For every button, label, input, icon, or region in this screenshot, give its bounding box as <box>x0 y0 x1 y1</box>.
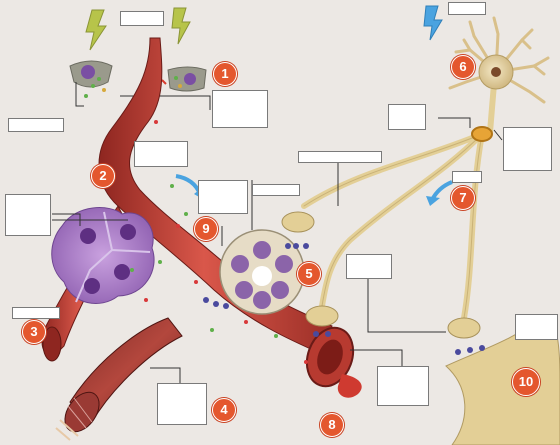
lightning-icon <box>171 7 191 45</box>
nerve-fibers <box>303 133 483 319</box>
marker-4: 4 <box>212 398 236 422</box>
label-blank-4[interactable] <box>157 383 207 425</box>
label-blank-8[interactable] <box>377 366 429 406</box>
lightning-icon <box>423 5 443 41</box>
label-blank-7[interactable] <box>452 171 482 183</box>
neuron-soma <box>448 16 550 104</box>
marker-5: 5 <box>297 262 321 286</box>
label-blank-1[interactable] <box>212 90 268 128</box>
marker-1: 1 <box>213 62 237 86</box>
lightning-icon <box>85 9 107 51</box>
secreting-cell <box>69 60 113 98</box>
label-blank-9[interactable] <box>198 180 248 214</box>
marker-3: 3 <box>22 320 46 344</box>
label-blank-3[interactable] <box>12 307 60 319</box>
label-blank-2-right[interactable] <box>134 141 188 167</box>
acinar-gland <box>219 229 305 315</box>
marker-6: 6 <box>451 55 475 79</box>
arrow-icon <box>175 174 202 195</box>
label-blank-top-right[interactable] <box>448 2 486 15</box>
gland-cluster <box>51 207 155 304</box>
nerve-terminal <box>305 305 339 327</box>
nerve-terminal <box>447 317 481 339</box>
label-blank-5-top[interactable] <box>252 184 300 196</box>
nerve-terminal <box>281 211 315 233</box>
label-blank-nerve-top[interactable] <box>298 151 382 163</box>
label-blank-6-left[interactable] <box>388 104 426 130</box>
label-blank-6-right[interactable] <box>503 127 552 171</box>
marker-9: 9 <box>194 217 218 241</box>
label-blank-center[interactable] <box>346 254 392 279</box>
label-blank-10[interactable] <box>515 314 558 340</box>
secreting-cell <box>167 66 207 92</box>
label-blank-gland[interactable] <box>5 194 51 236</box>
marker-2: 2 <box>91 164 115 188</box>
label-blank-2-left[interactable] <box>8 118 64 132</box>
marker-7: 7 <box>451 186 475 210</box>
label-blank-top-center[interactable] <box>120 11 164 26</box>
marker-10: 10 <box>512 368 540 396</box>
marker-8: 8 <box>320 413 344 437</box>
muscle-bundle <box>55 317 183 441</box>
